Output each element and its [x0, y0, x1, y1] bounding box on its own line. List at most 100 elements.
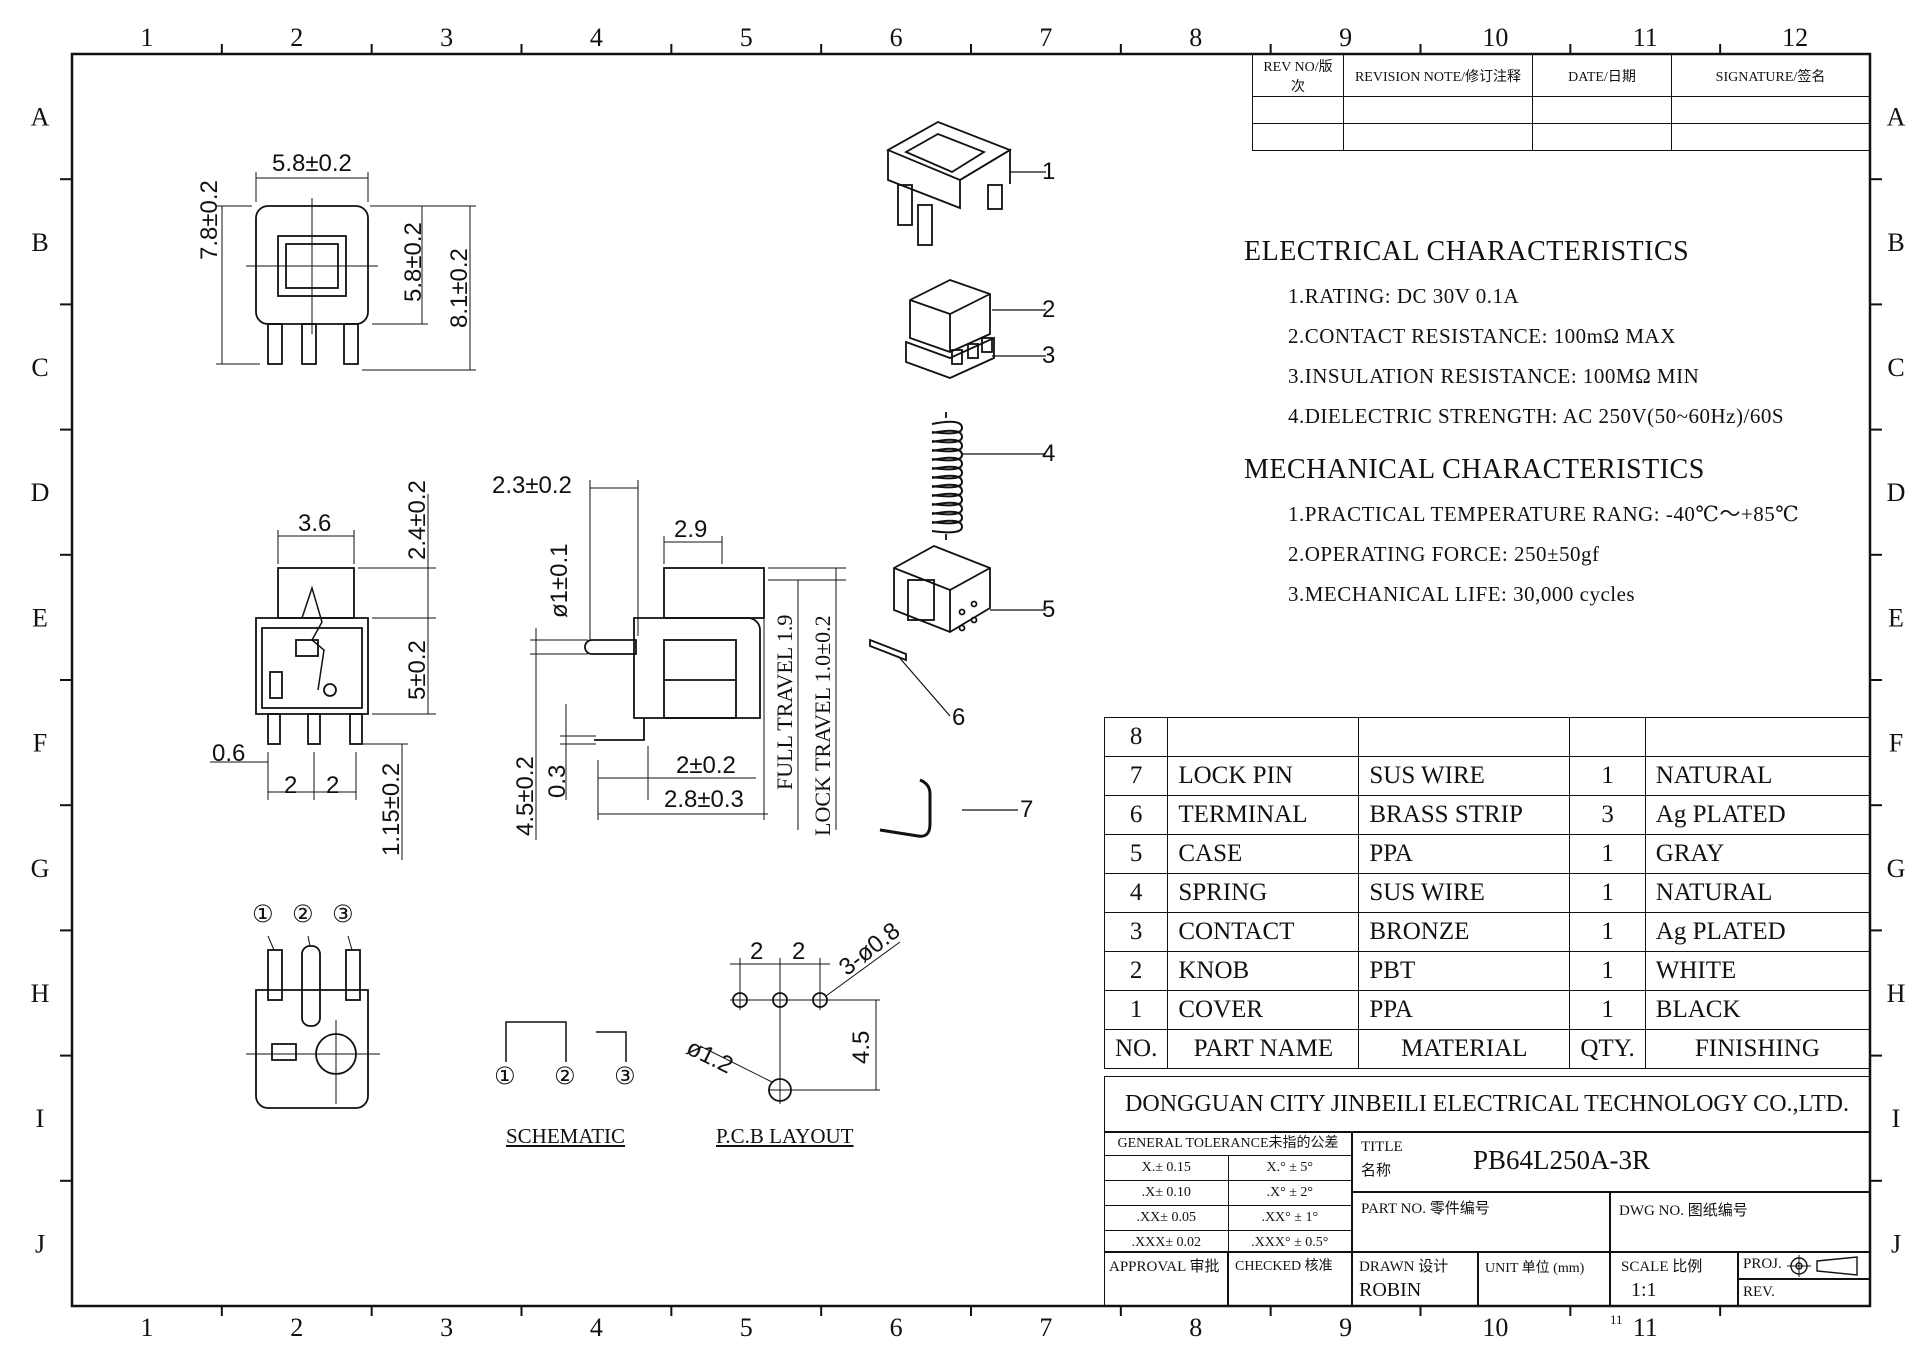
dim-side-2b: 2 — [326, 772, 340, 799]
dim-front-2-8: 2.8±0.3 — [664, 786, 744, 813]
dim-top-height-left: 7.8±0.2 — [196, 180, 223, 260]
part-callout: 6 — [952, 704, 966, 731]
tolerance-row: .XXX± 0.02.XXX° ± 0.5° — [1105, 1231, 1351, 1255]
bom-no: 2 — [1103, 951, 1169, 991]
schematic-diagram — [505, 1021, 627, 1062]
bom-finishing: NATURAL — [1644, 873, 1871, 913]
electrical-characteristics: ELECTRICAL CHARACTERISTICS 1.RATING: DC … — [1244, 236, 1784, 436]
grid-column-label: 5 — [740, 1313, 753, 1342]
revision-table: REV NO/版次 REVISION NOTE/修订注释 DATE/日期 SIG… — [1252, 54, 1870, 151]
title-cell: TITLE 名称 PB64L250A-3R — [1352, 1132, 1870, 1192]
grid-row-label: G — [31, 854, 50, 883]
angular-tolerance: .XX° ± 1° — [1261, 1210, 1319, 1225]
bom-finishing: WHITE — [1644, 951, 1871, 991]
dim-side-0-6: 0.6 — [212, 740, 246, 767]
part-callout: 3 — [1042, 342, 1056, 369]
grid-row-label: H — [1887, 979, 1906, 1008]
checked-label: CHECKED 核准 — [1235, 1259, 1333, 1274]
grid-column-label: 7 — [1039, 23, 1052, 52]
dim-top-total: 8.1±0.2 — [446, 248, 473, 328]
grid-column-label: 8 — [1189, 23, 1202, 52]
scale-label: SCALE 比例 — [1621, 1259, 1703, 1275]
rev-cell: REV. — [1738, 1279, 1870, 1306]
mechanical-item: 2.OPERATING FORCE: 250±50gf — [1288, 542, 1600, 566]
mechanical-item: 3.MECHANICAL LIFE: 30,000 cycles — [1288, 582, 1636, 606]
grid-column-label: 3 — [440, 23, 453, 52]
bom-no: 1 — [1103, 990, 1169, 1030]
bom-material: PBT — [1358, 951, 1571, 991]
bom-part-name: LOCK PIN — [1167, 756, 1360, 796]
grid-row-label: I — [1892, 1104, 1901, 1133]
grid-column-label: 2 — [290, 1313, 303, 1342]
part-callout: 7 — [1020, 796, 1034, 823]
part-callout: 2 — [1042, 296, 1056, 323]
grid-row-label: G — [1887, 854, 1906, 883]
part-callout: 1 — [1042, 158, 1056, 185]
mechanical-characteristics: MECHANICAL CHARACTERISTICS 1.PRACTICAL T… — [1244, 454, 1799, 614]
bom-header-no: NO. — [1103, 1029, 1169, 1069]
grid-column-label: 11 — [1633, 1313, 1658, 1342]
grid-column-label: 8 — [1189, 1313, 1202, 1342]
grid-column-label: 4 — [590, 23, 603, 52]
angular-tolerance: .X° ± 2° — [1266, 1185, 1314, 1200]
bom-finishing: GRAY — [1644, 834, 1871, 874]
dim-side-2a: 2 — [284, 772, 298, 799]
grid-row-label: E — [32, 603, 48, 632]
bom-finishing: Ag PLATED — [1644, 912, 1871, 952]
bom-part-name — [1167, 717, 1360, 757]
dim-side-3-6: 3.6 — [298, 510, 332, 537]
schematic-pin-label: ② — [554, 1063, 576, 1090]
electrical-item: 3.INSULATION RESISTANCE: 100MΩ MIN — [1288, 364, 1700, 388]
grid-column-label: 4 — [590, 1313, 603, 1342]
sheet-number: 11 — [1610, 1312, 1623, 1327]
part-callout: 4 — [1042, 440, 1056, 467]
grid-row-label: J — [1891, 1229, 1901, 1258]
bom-material: SUS WIRE — [1358, 873, 1571, 913]
unit-cell: UNIT 单位 (mm) — [1478, 1252, 1610, 1306]
grid-column-label: 5 — [740, 23, 753, 52]
grid-row-label: F — [1889, 729, 1903, 758]
pin-label: ① — [252, 901, 274, 928]
bom-part-name: TERMINAL — [1167, 795, 1360, 835]
pin-label: ③ — [332, 901, 354, 928]
pin-view — [246, 935, 380, 1109]
rev-header-no: REV NO/版次 — [1252, 54, 1344, 97]
title-label: TITLE — [1361, 1139, 1403, 1155]
schematic-label: SCHEMATIC — [506, 1124, 626, 1148]
dim-front-full-travel: FULL TRAVEL 1.9 — [772, 614, 797, 790]
dim-front-lock-travel: LOCK TRAVEL 1.0±0.2 — [810, 615, 835, 836]
tolerance-row: .XX± 0.05.XX° ± 1° — [1105, 1206, 1351, 1231]
title-value: PB64L250A-3R — [1473, 1145, 1651, 1175]
proj-cell: PROJ. — [1738, 1252, 1870, 1279]
grid-column-label: 6 — [890, 23, 903, 52]
bom-header-qty: QTY. — [1569, 1029, 1646, 1069]
bom-no: 7 — [1103, 756, 1169, 796]
grid-column-label: 9 — [1339, 1313, 1352, 1342]
bom-material: BRONZE — [1358, 912, 1571, 952]
bom-no: 3 — [1103, 912, 1169, 952]
grid-row-label: E — [1888, 603, 1904, 632]
grid-row-label: J — [35, 1229, 45, 1258]
title-label-cn: 名称 — [1361, 1163, 1392, 1179]
dim-side-2-4: 2.4±0.2 — [404, 480, 431, 560]
side-view — [210, 494, 436, 860]
dim-front-0-3: 0.3 — [544, 764, 571, 798]
bom-material: PPA — [1358, 990, 1571, 1030]
linear-tolerance: X.± 0.15 — [1105, 1156, 1229, 1180]
bom-qty: 1 — [1569, 912, 1646, 952]
bom-header-part: PART NAME — [1167, 1029, 1360, 1069]
bom-qty: 1 — [1569, 951, 1646, 991]
grid-row-label: D — [1887, 478, 1906, 507]
front-view — [530, 480, 846, 840]
drawn-label: DRAWN 设计 — [1359, 1259, 1449, 1275]
checked-cell: CHECKED 核准 — [1228, 1252, 1352, 1306]
electrical-item: 2.CONTACT RESISTANCE: 100mΩ MAX — [1288, 324, 1676, 348]
dim-top-inner: 5.8±0.2 — [400, 222, 427, 302]
